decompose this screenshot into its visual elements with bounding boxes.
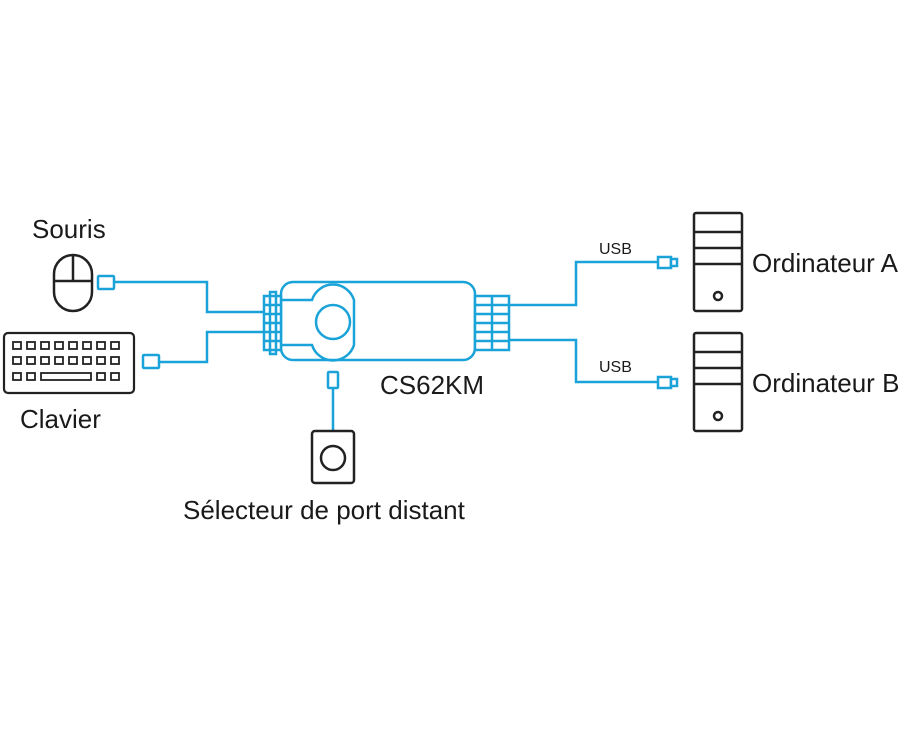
mouse-icon [52, 253, 94, 313]
usb-label-a: USB [599, 241, 632, 258]
switch-label: CS62KM [380, 370, 485, 400]
switch-button-bezel [281, 283, 356, 362]
usb-cable-a [509, 260, 658, 307]
cables [115, 260, 658, 430]
switch-button-icon [314, 303, 352, 341]
keyboard-cable [160, 330, 264, 364]
remote-selector-label: Sélecteur de port distant [183, 495, 465, 525]
computer-a-label: Ordinateur A [752, 248, 898, 278]
keyboard-label: Clavier [20, 404, 101, 434]
cable-plugs [96, 255, 679, 390]
switch-body [279, 280, 477, 362]
mouse-cable [115, 280, 264, 314]
usb-plug-b [656, 375, 673, 390]
remote-plug [326, 370, 340, 390]
computer-b-icon [692, 331, 744, 433]
keyboard-icon [2, 331, 136, 395]
usb-plug-a [656, 255, 673, 270]
mouse-label: Souris [32, 214, 106, 244]
remote-port-selector-icon [310, 429, 356, 485]
keyboard-plug [141, 353, 161, 370]
computer-a-icon [692, 211, 744, 313]
cs62km-switch [262, 280, 511, 362]
usb-plug-b-tip [669, 377, 679, 388]
usb-cable-b [509, 338, 658, 384]
mouse-plug [96, 274, 116, 291]
usb-label-b: USB [599, 359, 632, 376]
usb-plug-a-tip [669, 257, 679, 268]
computer-b-label: Ordinateur B [752, 368, 900, 398]
